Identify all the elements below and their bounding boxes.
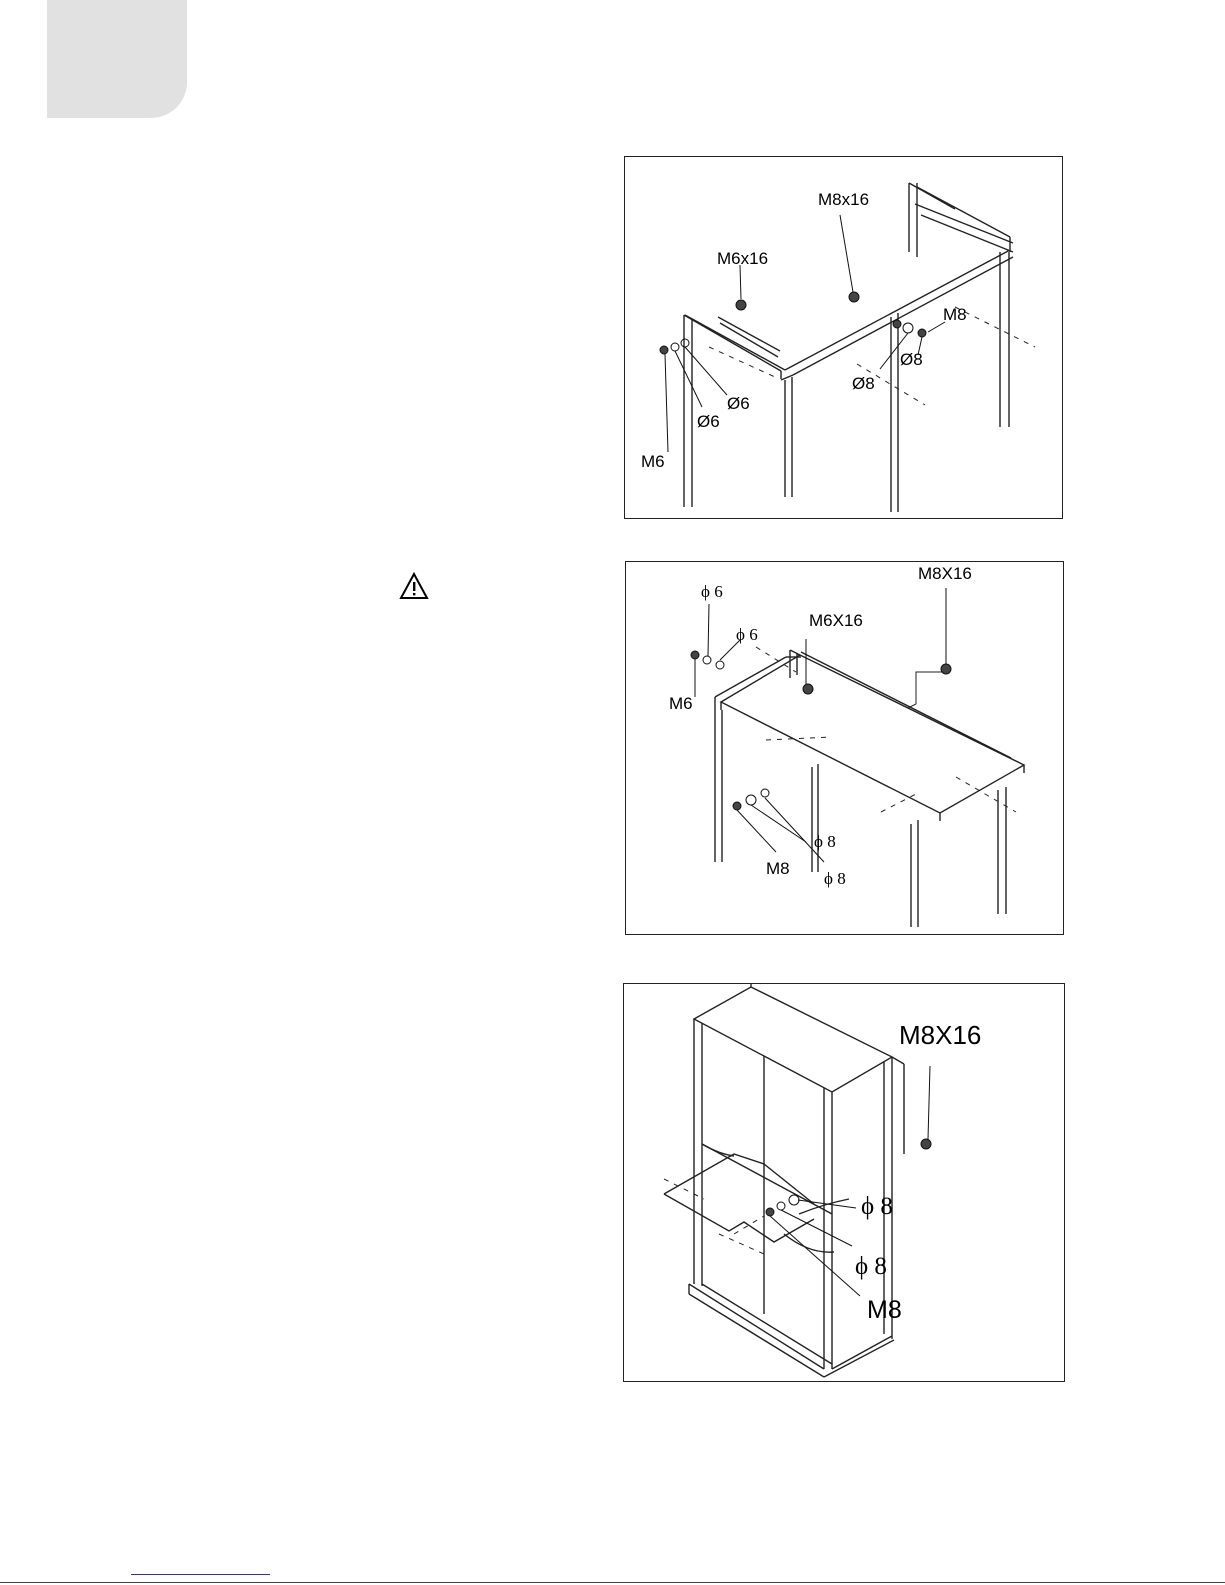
label-bolt-m8x16: M8X16 — [918, 564, 972, 583]
label-washer-o8-b: Ø8 — [852, 374, 875, 393]
footer-rule — [0, 1582, 1225, 1583]
figure-frame-assembly-panel: ϕ 6 ϕ 6 M8X16 M6X16 M6 ϕ 8 M8 ϕ 8 — [625, 561, 1064, 935]
label-washer-o6-a: Ø6 — [727, 394, 750, 413]
label-bolt-m6x16: M6x16 — [717, 249, 768, 268]
label-nut-m6: M6 — [669, 694, 693, 713]
cabinet-drawing: M8X16 ϕ 8 ϕ 8 M8 — [624, 984, 1064, 1381]
warning-triangle-icon — [399, 572, 429, 600]
label-bolt-m8x16: M8X16 — [899, 1020, 981, 1050]
frame-drawing: M8x16 M6x16 M8 Ø8 Ø8 Ø6 Ø6 M6 — [625, 157, 1062, 518]
label-nut-m6: M6 — [641, 452, 665, 471]
label-washer-phi8-b: ϕ 8 — [855, 1253, 887, 1280]
label-washer-phi8-a: ϕ 8 — [814, 832, 836, 851]
label-washer-phi6-b: ϕ 6 — [736, 625, 758, 644]
label-washer-phi8-b: ϕ 8 — [824, 869, 846, 888]
label-nut-m8: M8 — [766, 859, 790, 878]
label-washer-o8-a: Ø8 — [900, 350, 923, 369]
figure-cabinet-assembly: M8X16 ϕ 8 ϕ 8 M8 — [623, 983, 1065, 1382]
label-washer-phi8-a: ϕ 8 — [861, 1193, 893, 1220]
label-washer-phi6-a: ϕ 6 — [701, 582, 723, 601]
label-nut-m8: M8 — [867, 1296, 902, 1324]
footer-link-underline[interactable] — [131, 1574, 270, 1576]
label-washer-o6-b: Ø6 — [697, 412, 720, 431]
figure-frame-assembly-top: M8x16 M6x16 M8 Ø8 Ø8 Ø6 Ø6 M6 — [624, 156, 1063, 519]
label-nut-m8: M8 — [943, 305, 967, 324]
label-bolt-m6x16: M6X16 — [809, 611, 863, 630]
panel-drawing: ϕ 6 ϕ 6 M8X16 M6X16 M6 ϕ 8 M8 ϕ 8 — [626, 562, 1063, 934]
label-bolt-m8x16: M8x16 — [818, 190, 869, 209]
chapter-tab-marker — [47, 0, 187, 118]
